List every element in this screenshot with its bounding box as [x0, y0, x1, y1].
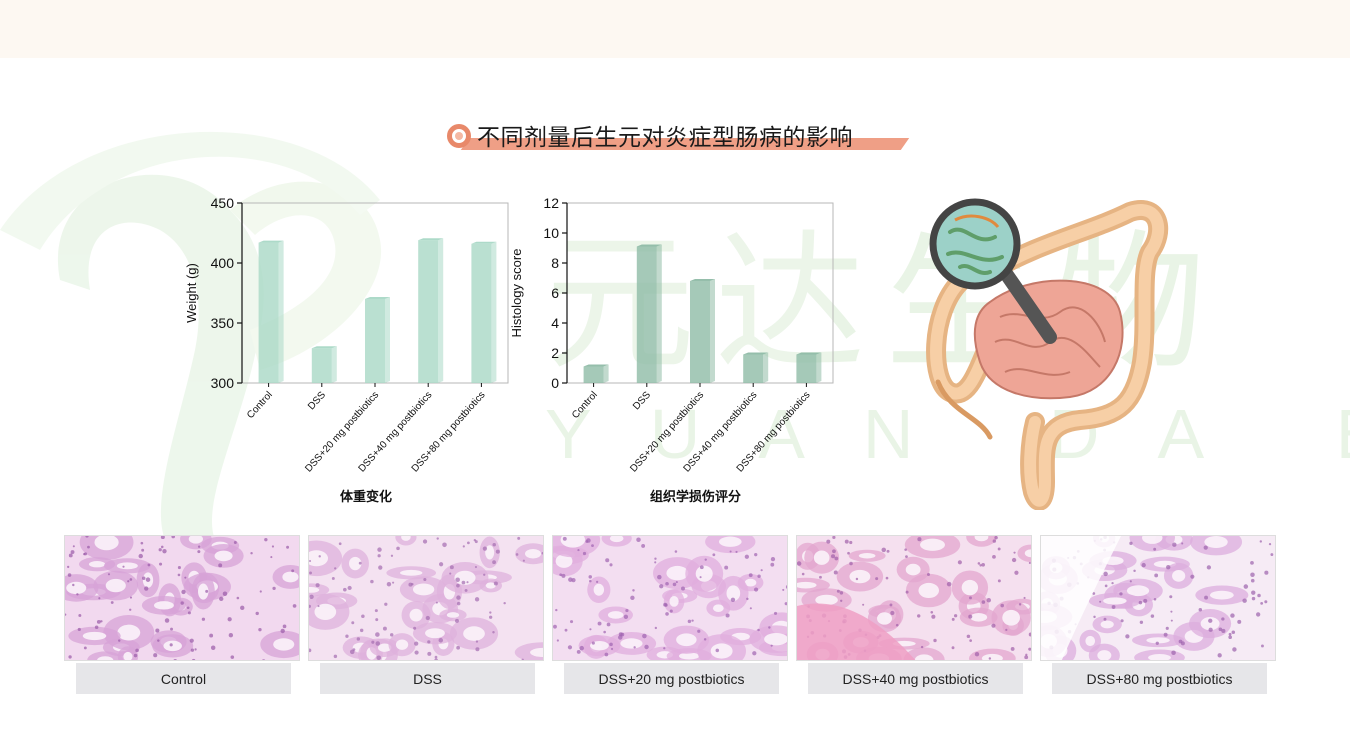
- bar-front: [583, 366, 604, 383]
- bar-top: [690, 279, 715, 281]
- bar-top: [311, 346, 337, 349]
- micrograph-image: [1040, 535, 1276, 661]
- panel-label: Control: [76, 663, 291, 694]
- bar: [636, 244, 662, 383]
- bar-front: [471, 243, 492, 383]
- bar: [258, 240, 284, 383]
- bar: [471, 241, 497, 383]
- micrograph-image: [64, 535, 300, 661]
- bar-front: [743, 354, 764, 383]
- panel-label: DSS+40 mg postbiotics: [808, 663, 1023, 694]
- bar-front: [258, 242, 279, 383]
- bar: [365, 297, 390, 383]
- bar-top: [365, 297, 390, 299]
- histology-panel: DSS+40 mg postbiotics: [796, 535, 1032, 695]
- y-axis-label: Histology score: [509, 249, 524, 338]
- histology-panel: DSS: [308, 535, 544, 695]
- y-tick-label: 12: [543, 195, 559, 211]
- histology-panels: Control DSS DSS+20 mg postbiotics DSS+40 mg…: [64, 535, 1284, 700]
- bar-side: [656, 244, 662, 383]
- panel-label: DSS+20 mg postbiotics: [564, 663, 779, 694]
- bar-side: [763, 352, 769, 383]
- bar: [743, 352, 769, 383]
- bar: [418, 238, 444, 383]
- bar-top: [796, 352, 822, 355]
- bar-front: [796, 354, 817, 383]
- bar-side: [816, 352, 822, 383]
- bar-side: [710, 279, 715, 383]
- bar-top: [471, 241, 497, 244]
- x-tick-label: DSS: [631, 389, 653, 412]
- bar-front: [690, 281, 710, 383]
- bar-top: [743, 352, 769, 355]
- x-tick-label: DSS: [306, 389, 328, 412]
- micrograph-image: [796, 535, 1032, 661]
- y-tick-label: 400: [211, 255, 235, 271]
- weight-chart-caption: 体重变化: [340, 490, 393, 505]
- histology-panel: DSS+80 mg postbiotics: [1040, 535, 1276, 695]
- bar-front: [636, 246, 657, 383]
- bar-top: [636, 244, 662, 247]
- bar: [796, 352, 822, 383]
- bar-front: [418, 240, 439, 383]
- bar-front: [365, 299, 385, 383]
- magnifier-icon: [929, 198, 1057, 344]
- y-axis-label: Weight (g): [184, 263, 199, 323]
- bar-side: [385, 297, 390, 383]
- bar-side: [331, 346, 337, 383]
- bar: [583, 364, 609, 383]
- bar: [690, 279, 715, 383]
- bar: [311, 346, 337, 383]
- intestine-illustration: [926, 198, 1169, 510]
- panel-label: DSS: [320, 663, 535, 694]
- y-tick-label: 2: [551, 345, 559, 361]
- y-tick-label: 350: [211, 315, 235, 331]
- bar-side: [438, 238, 444, 383]
- bar-top: [258, 240, 284, 243]
- micrograph-image: [552, 535, 788, 661]
- bar-top: [583, 364, 609, 367]
- x-tick-label: Control: [245, 390, 275, 421]
- top-band: [0, 0, 1350, 58]
- large-intestine-icon: [926, 200, 1169, 510]
- histology-panel: Control: [64, 535, 300, 695]
- y-tick-label: 300: [211, 375, 235, 391]
- micrograph-image: [308, 535, 544, 661]
- y-tick-label: 450: [211, 195, 235, 211]
- panel-label: DSS+80 mg postbiotics: [1052, 663, 1267, 694]
- y-tick-label: 8: [551, 255, 559, 271]
- y-tick-label: 6: [551, 285, 559, 301]
- bar-side: [491, 241, 497, 383]
- bar-top: [418, 238, 444, 241]
- title-bullet-icon: [447, 124, 471, 148]
- bar-side: [603, 364, 609, 383]
- histology-panel: DSS+20 mg postbiotics: [552, 535, 788, 695]
- page-title: 不同剂量后生元对炎症型肠病的影响: [445, 116, 915, 152]
- bar-front: [311, 348, 332, 383]
- page-title-text: 不同剂量后生元对炎症型肠病的影响: [477, 125, 853, 151]
- bar-side: [278, 240, 284, 383]
- y-tick-label: 10: [543, 225, 559, 241]
- histology-chart-caption: 组织学损伤评分: [650, 490, 742, 505]
- x-tick-label: Control: [570, 390, 600, 421]
- y-tick-label: 0: [551, 375, 559, 391]
- y-tick-label: 4: [551, 315, 559, 331]
